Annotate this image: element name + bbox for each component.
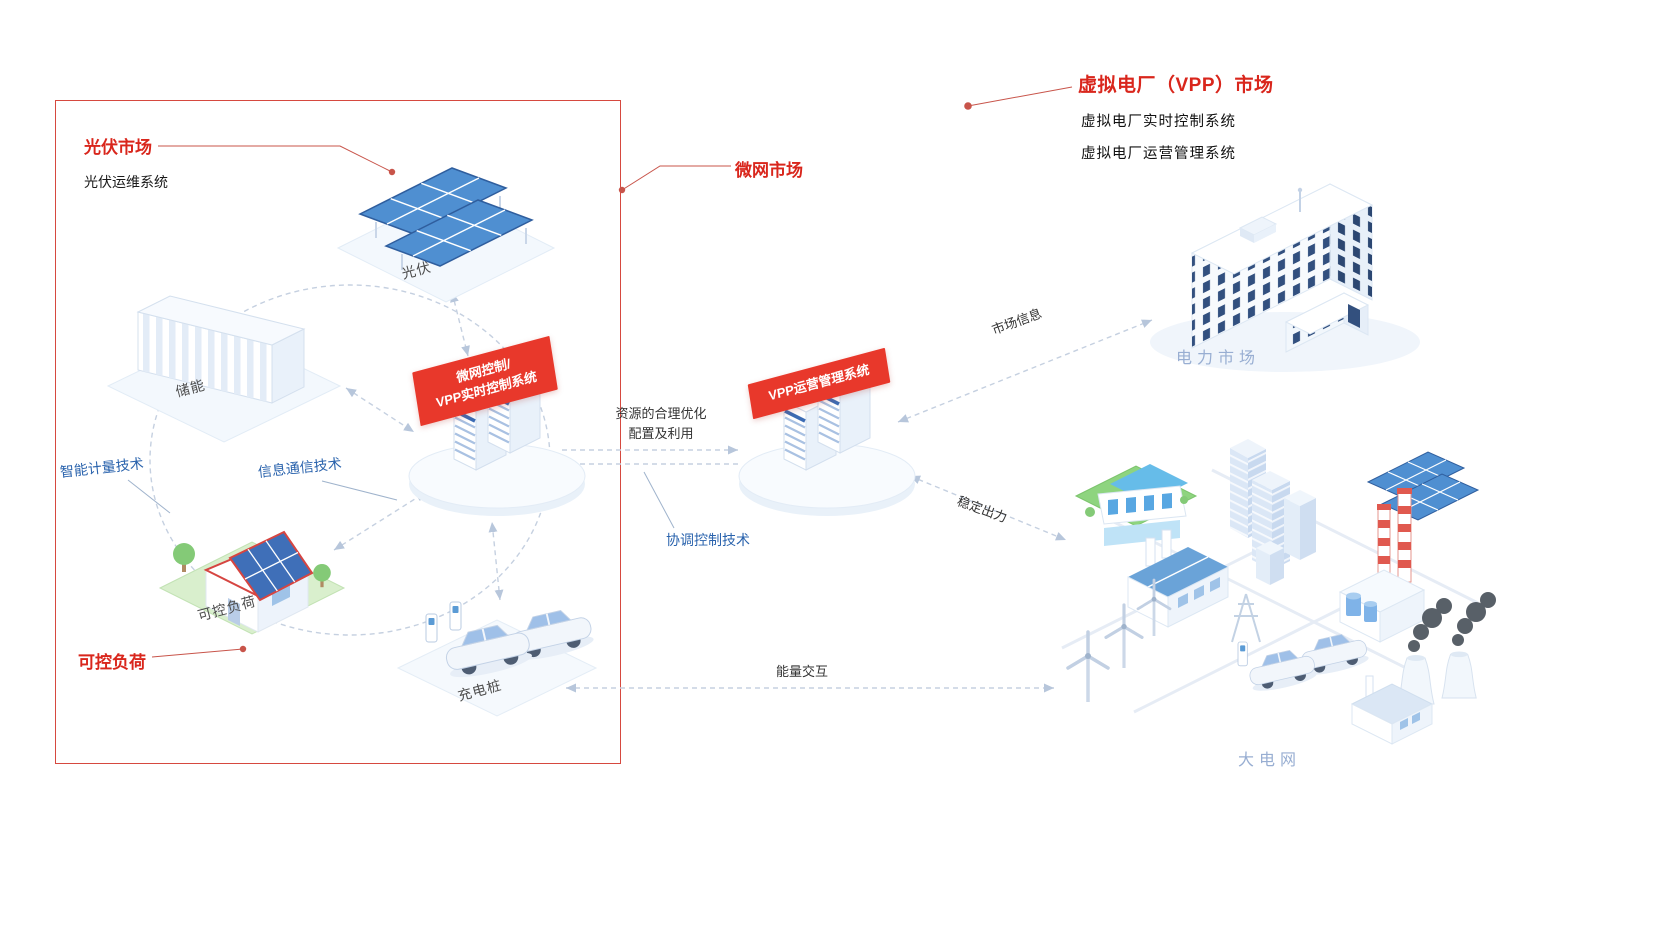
city-buildings-icon — [1230, 439, 1316, 585]
link-stable-output — [909, 475, 1067, 541]
wind-turbines-icon — [1066, 578, 1172, 704]
link-market-info — [897, 319, 1153, 423]
electricity-market-label: 电力市场 — [1176, 350, 1261, 367]
vpp-servers-illustration — [738, 367, 916, 516]
vpp-subtitle-2: 虚拟电厂运营管理系统 — [1081, 146, 1236, 162]
controllable-load-callout: 可控负荷 — [78, 653, 146, 672]
industrial-plant-icon — [1350, 675, 1434, 745]
link-charging-control — [488, 521, 504, 601]
resource-optimization-label: 资源的合理优化 配置及利用 — [596, 404, 726, 443]
factory-icon — [1127, 529, 1229, 628]
charging-post-icon — [449, 601, 462, 631]
pv-market-subtitle: 光伏运维系统 — [84, 174, 168, 190]
transmission-tower-icon — [1231, 593, 1261, 643]
energy-exchange-label: 能量交互 — [776, 664, 829, 679]
microgrid-market-box — [55, 100, 621, 764]
link-pv-control — [450, 291, 470, 357]
coordination-label: 协调控制技术 — [666, 532, 750, 548]
connection-lines — [149, 284, 1153, 693]
main-grid-label: 大电网 — [1238, 752, 1302, 769]
solar-panels-icon — [358, 167, 534, 267]
resource-optimization-line2: 配置及利用 — [628, 425, 694, 441]
coal-plant-icon — [1338, 488, 1426, 643]
resource-optimization-line1: 资源的合理优化 — [615, 406, 707, 421]
vpp-subtitle-1: 虚拟电厂实时控制系统 — [1081, 114, 1236, 130]
link-storage-control — [345, 387, 415, 433]
main-grid-illustration — [1066, 439, 1496, 745]
link-house-control — [333, 491, 427, 551]
leader-lines — [127, 86, 1073, 658]
smoke-icon — [1408, 592, 1496, 652]
microgrid-box-label: 微网市场 — [735, 161, 803, 180]
charging-post-icon — [425, 613, 438, 643]
cooling-towers-icon — [1397, 592, 1496, 705]
hydro-dam-icon — [1074, 464, 1198, 546]
power-market-building-illustration — [1150, 183, 1420, 372]
microgrid-servers-illustration — [408, 367, 586, 516]
solar-array-illustration — [336, 167, 556, 303]
charging-station-illustration — [396, 601, 598, 717]
pv-market-title: 光伏市场 — [84, 138, 152, 157]
house-illustration — [158, 530, 346, 635]
storage-illustration — [106, 295, 342, 443]
vpp-market-title: 虚拟电厂（VPP）市场 — [1078, 75, 1274, 96]
